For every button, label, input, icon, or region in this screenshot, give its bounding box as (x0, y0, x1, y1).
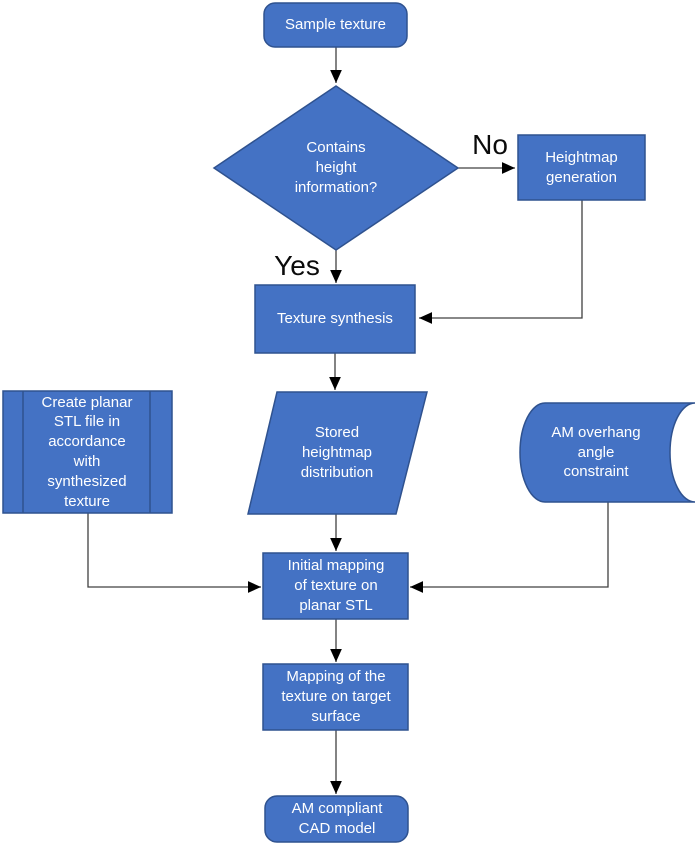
predefined-process-rect-create-planar-stl (2, 390, 173, 514)
node-label-texture-synthesis: Texture synthesis (277, 310, 393, 328)
process-rect-initial-mapping (262, 552, 409, 620)
node-label-cad-model: AM compliant CAD model (291, 800, 383, 837)
process-rect-heightmap-generation (517, 134, 646, 201)
process-rect-mapping-target (262, 663, 409, 731)
data-parallelogram-stored-heightmap (247, 391, 428, 515)
node-label-sample-texture: Sample texture (285, 16, 386, 34)
node-label-heightmap-generation: Heightmap generation (545, 148, 618, 186)
connector-overhang-to-initial-mapping (410, 502, 609, 593)
node-label-am-overhang: AM overhang angle constraint (551, 423, 641, 481)
branch-label-no: No (472, 129, 508, 160)
node-label-create-planar-stl: Create planar STL file in accordance wit… (41, 393, 133, 510)
process-rect-texture-synthesis (254, 284, 416, 354)
connector-heightmap-to-synthesis (419, 200, 583, 324)
stored-data-shape-am-overhang (519, 402, 696, 503)
branch-label-yes: Yes (274, 250, 320, 281)
node-label-stored-heightmap: Stored heightmap distribution (300, 424, 374, 481)
terminator-shape-sample-texture (263, 2, 408, 48)
terminator-shape-cad-model (264, 795, 409, 843)
node-label-mapping-target: Mapping of the texture on target surface (281, 668, 391, 725)
node-label-initial-mapping: Initial mapping of texture on planar STL (287, 557, 385, 614)
node-label-decision: Contains height information? (294, 139, 378, 196)
connector-create-stl-to-initial-mapping (87, 513, 261, 593)
decision-diamond-contains-height (212, 85, 460, 251)
